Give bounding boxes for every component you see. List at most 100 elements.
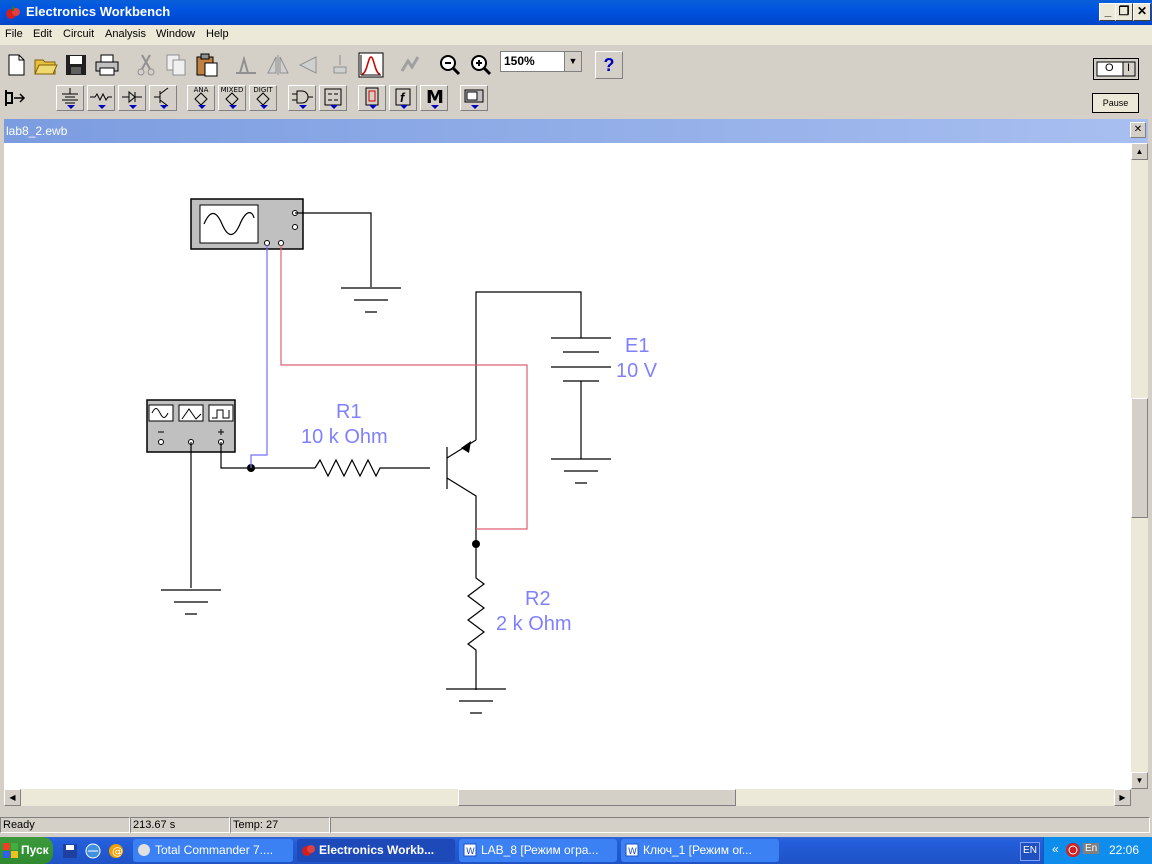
status-message	[330, 817, 1150, 833]
close-button[interactable]: ✕	[1133, 3, 1151, 21]
svg-text:W: W	[628, 847, 637, 857]
mixed-ics-bin[interactable]: MIXED	[218, 85, 246, 111]
quick-launch-mail-icon[interactable]: @	[108, 843, 124, 859]
zoom-in-icon[interactable]	[467, 51, 495, 79]
document-title-bar: lab8_2.ewb ✕	[4, 119, 1148, 143]
pause-button[interactable]: Pause	[1092, 93, 1139, 113]
copy-icon[interactable]	[162, 51, 190, 79]
document-title: lab8_2.ewb	[6, 124, 68, 138]
start-label: Пуск	[21, 843, 49, 857]
e1-name: E1	[625, 335, 650, 357]
power-switch[interactable]: O I	[1093, 58, 1139, 80]
logic-gates-bin-icon[interactable]	[288, 85, 316, 111]
r2-value: 2 k Ohm	[496, 613, 572, 635]
status-bar: Ready 213.67 s Temp: 27	[0, 815, 1152, 835]
scroll-up-icon[interactable]: ▲	[1131, 143, 1148, 160]
mixed-ics-label: MIXED	[220, 86, 244, 94]
paste-icon[interactable]	[193, 51, 221, 79]
menu-help[interactable]: Help	[206, 28, 229, 40]
flip-vertical-icon[interactable]	[294, 51, 322, 79]
basic-bin-icon[interactable]	[87, 85, 115, 111]
quick-launch-save-icon[interactable]	[62, 843, 78, 859]
scroll-down-icon[interactable]: ▼	[1131, 772, 1148, 789]
sources-bin-icon[interactable]	[56, 85, 84, 111]
zoom-select[interactable]: 150% ▼	[500, 51, 582, 72]
miscellaneous-label: M	[426, 87, 444, 108]
vertical-scroll-thumb[interactable]	[1131, 398, 1148, 518]
svg-text:@: @	[112, 845, 123, 858]
flip-horizontal-icon[interactable]	[264, 51, 292, 79]
task-label: LAB_8 [Режим огра...	[481, 843, 599, 857]
component-properties-icon[interactable]	[326, 51, 354, 79]
e1-value: 10 V	[616, 360, 658, 382]
r1-name: R1	[336, 401, 362, 423]
quick-launch-browser-icon[interactable]	[85, 843, 101, 859]
document-close-button[interactable]: ✕	[1130, 122, 1146, 138]
menu-window[interactable]: Window	[156, 28, 196, 40]
graph-icon[interactable]	[396, 51, 424, 79]
analog-ics-bin[interactable]: ANA	[187, 85, 215, 111]
zoom-out-icon[interactable]	[436, 51, 464, 79]
task-electronics-workbench[interactable]: Electronics Workb...	[297, 839, 455, 862]
tray-expand-icon[interactable]: «	[1052, 842, 1059, 856]
window-title: Electronics Workbench	[26, 4, 171, 19]
digital-bin-icon[interactable]	[319, 85, 347, 111]
scroll-right-icon[interactable]: ▶	[1114, 789, 1131, 806]
blue-wire	[250, 245, 268, 468]
clock: 22:06	[1109, 843, 1140, 857]
create-subcircuit-icon[interactable]	[357, 51, 385, 79]
antivirus-icon[interactable]	[1065, 842, 1081, 858]
cut-icon[interactable]	[132, 51, 160, 79]
chevron-down-icon[interactable]: ▼	[564, 52, 581, 71]
task-total-commander[interactable]: Total Commander 7....	[133, 839, 293, 862]
help-button[interactable]: ?	[595, 51, 623, 79]
digital-ics-label: DIGIT	[253, 86, 273, 94]
windows-logo-icon	[3, 843, 18, 858]
svg-text:W: W	[466, 847, 475, 857]
open-file-icon[interactable]	[32, 51, 60, 79]
menu-circuit[interactable]: Circuit	[63, 28, 95, 40]
menu-file[interactable]: File	[5, 28, 23, 40]
analog-ics-label: ANA	[193, 86, 209, 94]
status-state: Ready	[0, 817, 130, 833]
r1-value: 10 k Ohm	[301, 426, 388, 448]
word-document-icon: W	[625, 843, 639, 857]
zoom-value: 150%	[504, 54, 535, 68]
menu-bar: File Edit Circuit Analysis Window Help	[0, 25, 1152, 45]
transistors-bin-icon[interactable]	[149, 85, 177, 111]
task-klyuch-word[interactable]: W Ключ_1 [Режим ог...	[621, 839, 779, 862]
digital-ics-bin[interactable]: DIGIT	[249, 85, 277, 111]
new-file-icon[interactable]	[2, 51, 30, 79]
diodes-bin-icon[interactable]	[118, 85, 146, 111]
vertical-scrollbar[interactable]: ▲ ▼	[1131, 143, 1148, 789]
language-indicator[interactable]: EN	[1020, 842, 1040, 861]
controls-bin[interactable]: f	[389, 85, 417, 111]
parts-bin-toggle-icon[interactable]	[2, 85, 30, 111]
switch-on-label: I	[1127, 62, 1131, 74]
task-lab8-word[interactable]: W LAB_8 [Режим огра...	[459, 839, 617, 862]
task-label: Total Commander 7....	[155, 843, 274, 857]
menu-edit[interactable]: Edit	[33, 28, 52, 40]
r2-name: R2	[525, 588, 551, 610]
scroll-left-icon[interactable]: ◀	[4, 789, 21, 806]
task-label: Electronics Workb...	[319, 843, 435, 857]
status-temp: Temp: 27	[230, 817, 330, 833]
save-icon[interactable]	[62, 51, 90, 79]
indicators-bin-icon[interactable]	[358, 85, 386, 111]
circuit-canvas[interactable]: R1 10 k Ohm R2 2 k Ohm E1 10 V	[4, 143, 1131, 789]
miscellaneous-bin[interactable]: M	[420, 85, 448, 111]
app-icon	[6, 6, 20, 19]
rotate-icon[interactable]	[232, 51, 260, 79]
electronics-workbench-icon	[302, 845, 315, 856]
restore-button[interactable]: ❐	[1115, 3, 1133, 21]
instruments-bin-icon[interactable]	[460, 85, 488, 111]
tray-language[interactable]: En	[1083, 843, 1100, 854]
taskbar: Пуск @ Total Commander 7.... Electronics…	[0, 837, 1152, 864]
print-icon[interactable]	[93, 51, 121, 79]
start-button[interactable]: Пуск	[0, 837, 53, 864]
menu-analysis[interactable]: Analysis	[105, 28, 146, 40]
horizontal-scrollbar[interactable]: ◀ ▶	[4, 789, 1131, 806]
word-document-icon: W	[463, 843, 477, 857]
oscilloscope[interactable]	[190, 198, 304, 250]
horizontal-scroll-thumb[interactable]	[458, 789, 736, 806]
